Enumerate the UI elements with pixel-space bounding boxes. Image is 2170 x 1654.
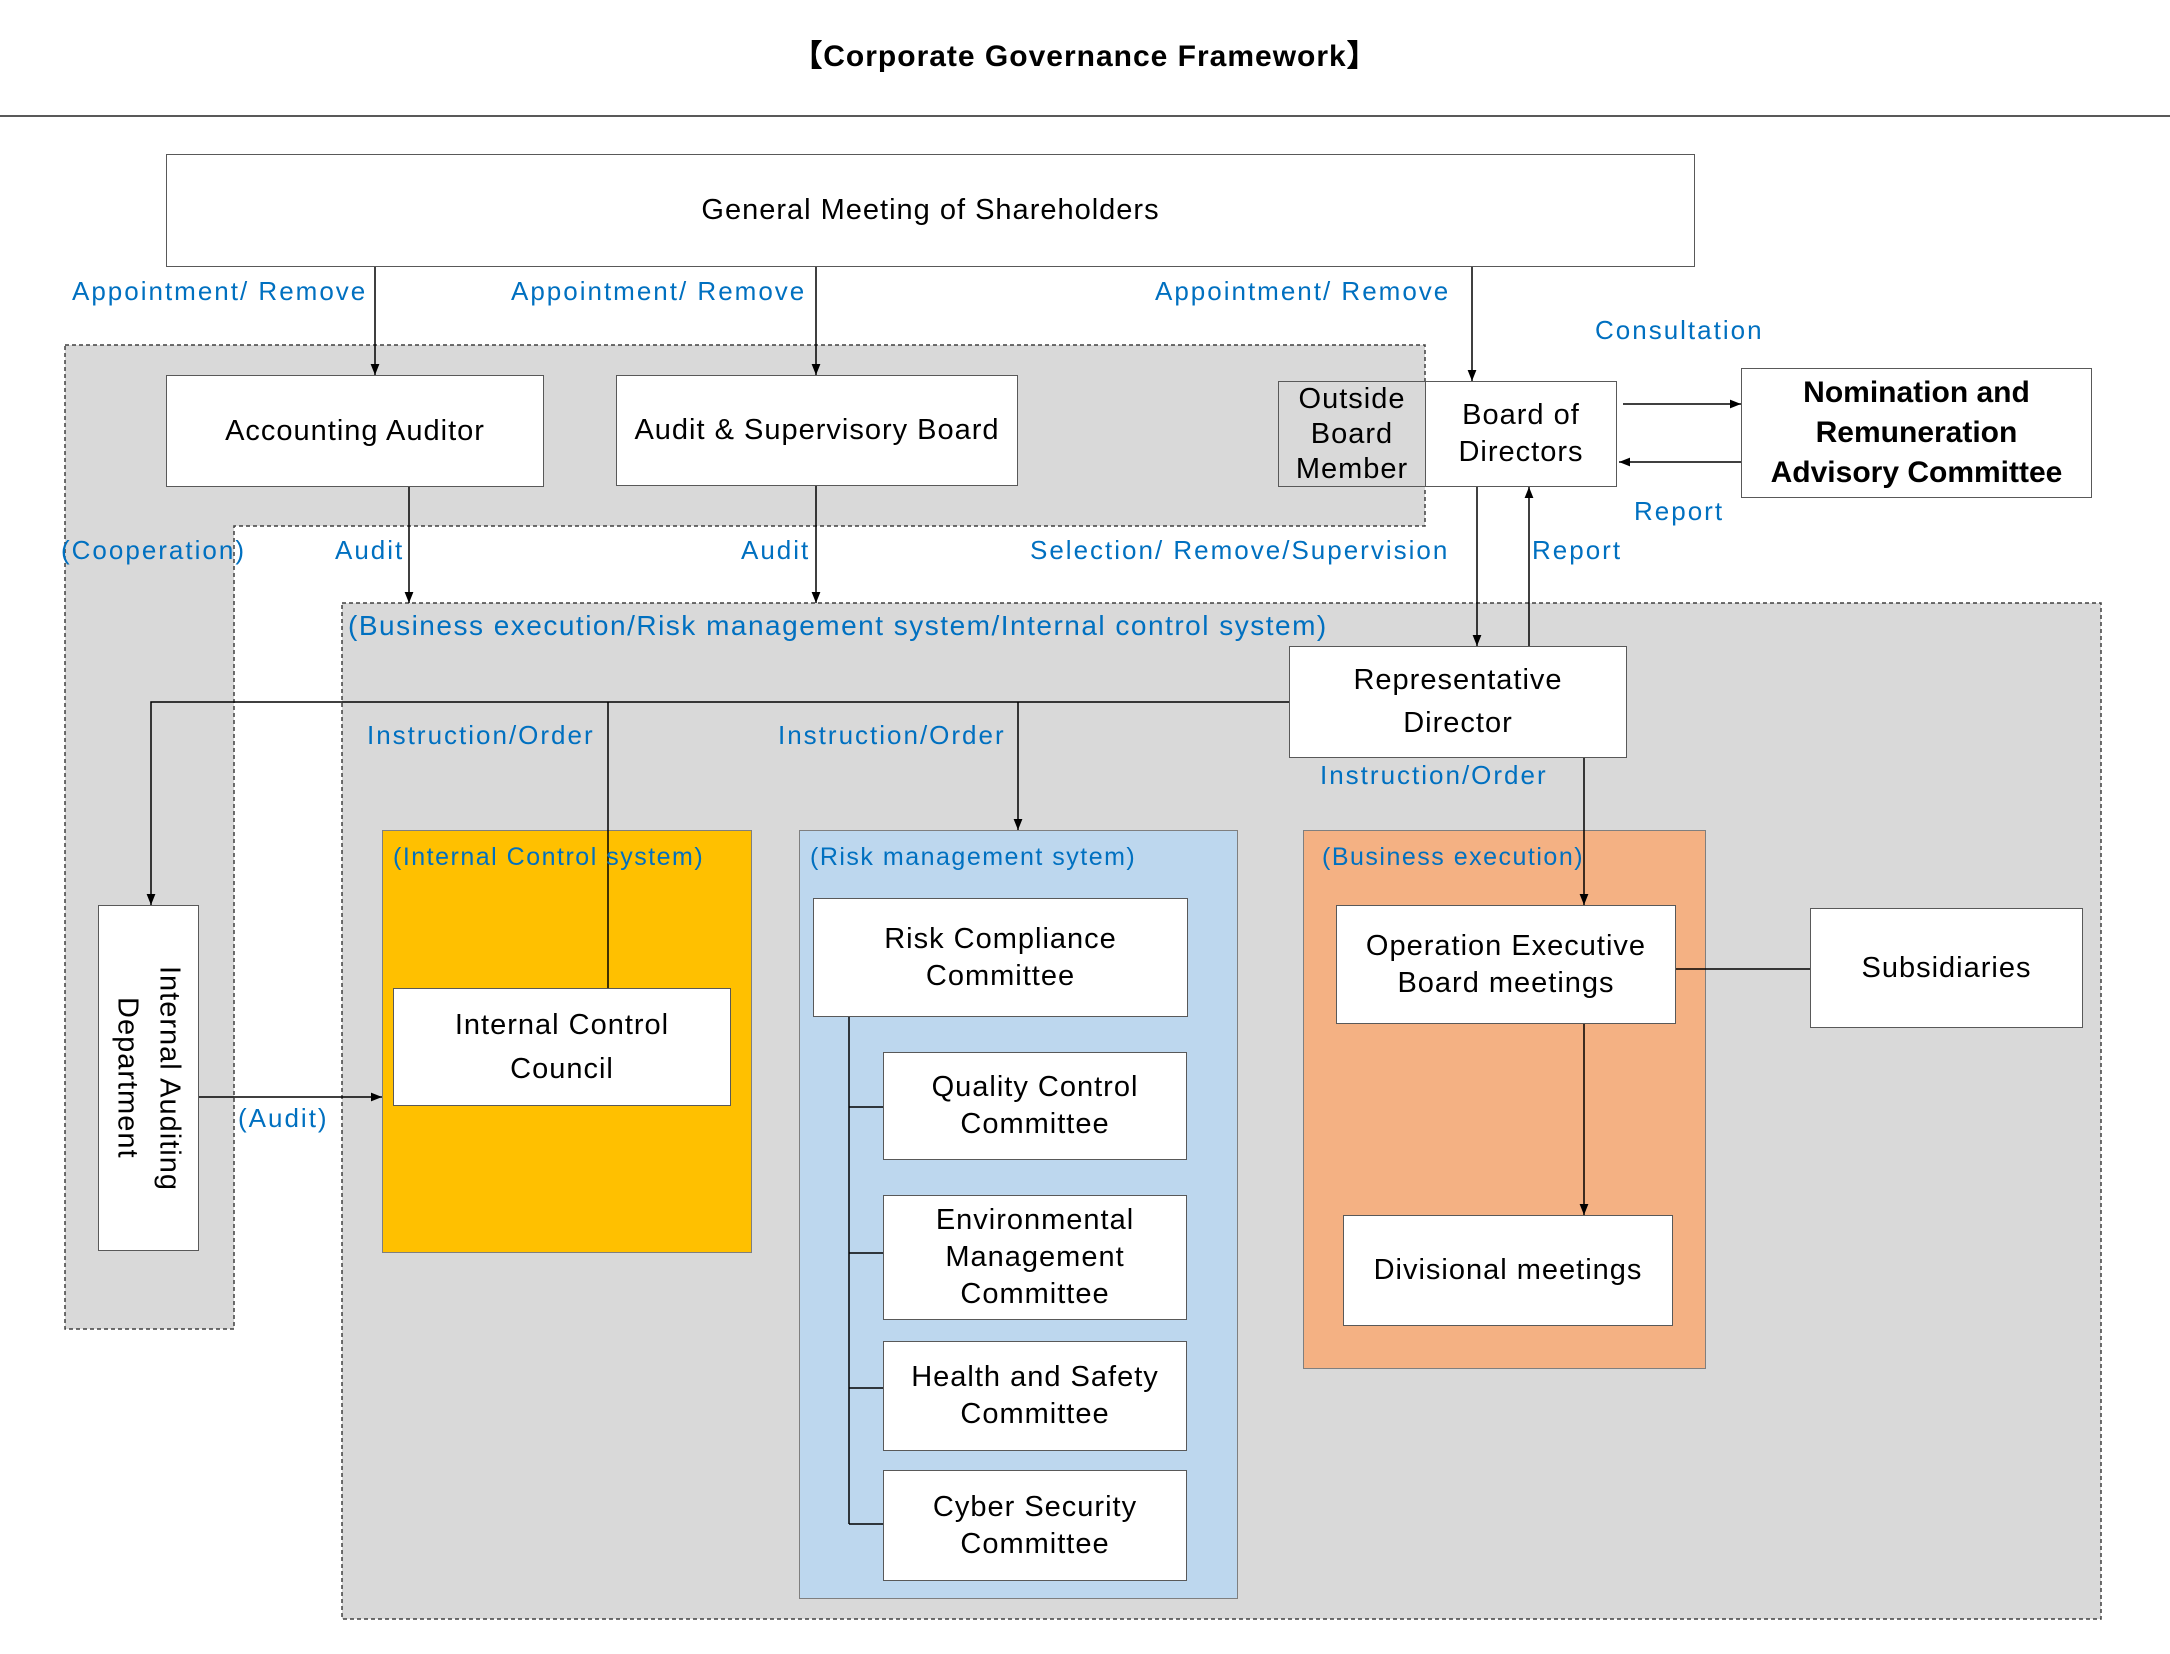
internal-control-system-label: (Internal Control system) [393,843,705,871]
operation-executive-board-box: Operation Executive Board meetings [1336,905,1676,1024]
audit-supervisory-board-label: Audit & Supervisory Board [634,414,1000,446]
environmental-management-committee-box: Environmental Management Committee [883,1195,1187,1320]
operation-executive-board-label: Operation Executive Board meetings [1365,929,1647,999]
nomination-remuneration-committee-box: Nomination and Remuneration Advisory Com… [1741,368,2092,498]
business-execution-label: (Business execution) [1322,843,1585,871]
quality-control-committee-label: Quality Control Committee [931,1071,1139,1140]
environmental-management-committee-label: Environmental Management Committee [935,1204,1135,1310]
appointment-remove-label-board: Appointment/ Remove [1155,276,1451,306]
risk-compliance-committee-label: Risk Compliance Committee [884,922,1117,992]
instruction-order-label-risk: Instruction/Order [778,720,1006,750]
risk-compliance-committee-box: Risk Compliance Committee [813,898,1188,1017]
internal-control-council-box: Internal Control Council [393,988,731,1106]
general-meeting-box: General Meeting of Shareholders [166,154,1695,267]
internal-audit-label: (Audit) [238,1103,329,1133]
appointment-remove-label-accounting: Appointment/ Remove [72,276,368,306]
appointment-remove-label-audit-board: Appointment/ Remove [511,276,807,306]
business-region-title: (Business execution/Risk management syst… [348,610,1328,641]
accounting-auditor-label: Accounting Auditor [225,414,485,447]
cooperation-label: (Cooperation) [61,535,246,565]
cyber-security-committee-label: Cyber Security Committee [932,1490,1138,1560]
audit-label-accounting: Audit [335,535,405,565]
consultation-label: Consultation [1595,315,1764,345]
internal-auditing-department-label: Internal Auditing Department [111,965,186,1191]
outside-board-member-box: Outside Board Member [1278,381,1426,487]
selection-remove-supervision-label: Selection/ Remove/Supervision [1030,535,1450,565]
board-of-directors-label: Board of Directors [1458,399,1584,468]
committee-report-label: Report [1634,496,1725,526]
cyber-security-committee-box: Cyber Security Committee [883,1470,1187,1581]
title-divider [0,115,2170,117]
diagram-title: 【Corporate Governance Framework】 [792,40,1378,73]
representative-director-box: Representative Director [1289,646,1627,758]
representative-report-label: Report [1532,535,1623,565]
audit-supervisory-board-box: Audit & Supervisory Board [616,375,1018,486]
risk-management-system-label: (Risk management sytem) [810,843,1137,871]
instruction-order-label-internal-control: Instruction/Order [367,720,595,750]
health-safety-committee-box: Health and Safety Committee [883,1341,1187,1451]
nomination-remuneration-committee-label: Nomination and Remuneration Advisory Com… [1770,376,2063,489]
audit-label-audit-board: Audit [741,535,811,565]
outside-board-member-label: Outside Board Member [1295,382,1409,485]
subsidiaries-box: Subsidiaries [1810,908,2083,1028]
instruction-order-label-business: Instruction/Order [1320,760,1548,790]
internal-control-council-label: Internal Control Council [454,1009,670,1085]
internal-auditing-department-box: Internal Auditing Department [98,905,199,1251]
health-safety-committee-label: Health and Safety Committee [911,1361,1159,1430]
quality-control-committee-box: Quality Control Committee [883,1052,1187,1160]
divisional-meetings-box: Divisional meetings [1343,1215,1673,1326]
divisional-meetings-label: Divisional meetings [1373,1254,1643,1286]
accounting-auditor-box: Accounting Auditor [166,375,544,487]
representative-director-label: Representative Director [1353,664,1563,739]
subsidiaries-label: Subsidiaries [1861,951,2032,984]
general-meeting-label: General Meeting of Shareholders [701,194,1160,226]
board-of-directors-box: Board of Directors [1426,381,1617,487]
